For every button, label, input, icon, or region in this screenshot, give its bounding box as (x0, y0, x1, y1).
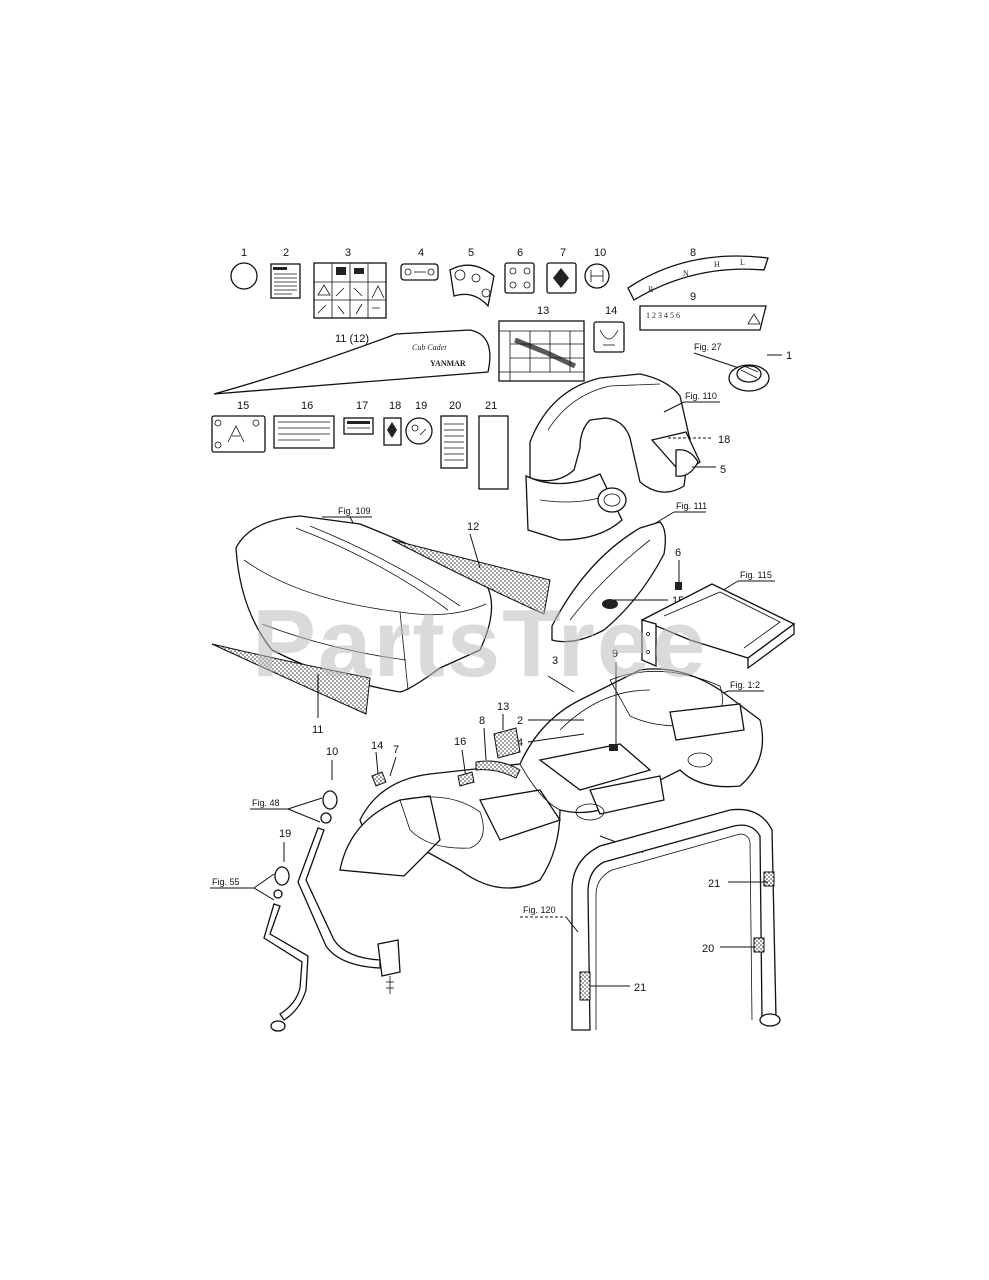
decal-number-8: 8 (690, 247, 696, 259)
decal-14-square (593, 321, 625, 353)
decal-number-20: 20 (449, 400, 461, 412)
decal-number-9: 9 (690, 291, 696, 303)
decal-21-blank (478, 415, 509, 490)
decal-17-label (343, 417, 374, 435)
callout-19: 19 (279, 828, 291, 840)
callout-21-upper: 21 (708, 878, 720, 890)
callout-14: 14 (371, 740, 383, 752)
callout-5: 5 (720, 464, 726, 476)
hood-part (235, 515, 493, 693)
callout-1-right: 1 (786, 350, 792, 362)
decal-13-chart (498, 320, 585, 382)
svg-text:N: N (683, 269, 689, 278)
decal-number-11-12: 11 (12) (335, 333, 369, 345)
knob-10-part (320, 790, 338, 824)
decal-5-curved (449, 264, 495, 308)
figref-27: Fig. 27 (694, 342, 722, 352)
decal-9-placed (609, 744, 618, 751)
callout-16: 16 (454, 736, 466, 748)
callout-20: 20 (702, 943, 714, 955)
figref-115: Fig. 115 (740, 570, 772, 580)
decal-19-round (405, 417, 433, 445)
decal-8-strip: R N H L (627, 255, 769, 301)
fender-deck-part (339, 668, 764, 889)
decal-number-5: 5 (468, 247, 474, 259)
decal-number-7: 7 (560, 247, 566, 259)
decal-14-placed (371, 771, 387, 787)
decal-11-brand-stripe: Cub Cadet YANMAR (213, 329, 491, 395)
knob-part (728, 364, 770, 392)
callout-12: 12 (467, 521, 479, 533)
watermark: PartsTree (252, 590, 708, 697)
decal-20-label (440, 415, 468, 469)
decal-16-label (273, 415, 335, 449)
knob-19-part (273, 866, 290, 899)
stripe-12 (391, 539, 551, 615)
callout-4: 4 (517, 737, 523, 749)
callout-21-lower: 21 (634, 982, 646, 994)
stripe-11 (211, 643, 371, 715)
decal-number-21: 21 (485, 400, 497, 412)
decal-number-10: 10 (594, 247, 606, 259)
lever-55-part (263, 903, 309, 1032)
figref-1-2: Fig. 1:2 (730, 680, 760, 690)
decal-number-14: 14 (605, 305, 617, 317)
decal-2-label (270, 263, 301, 299)
callout-7: 7 (393, 744, 399, 756)
svg-text:L: L (740, 258, 745, 267)
decal-6-square (504, 262, 535, 294)
figref-120: Fig. 120 (523, 905, 556, 915)
svg-text:R: R (648, 285, 654, 294)
decal-number-3: 3 (345, 247, 351, 259)
svg-text:1 2 3 4 5 6: 1 2 3 4 5 6 (646, 311, 680, 320)
callout-18: 18 (718, 434, 730, 446)
decal-number-4: 4 (418, 247, 424, 259)
decal-6-placed (675, 582, 682, 590)
callout-13: 13 (497, 701, 509, 713)
callout-2: 2 (517, 715, 523, 727)
decal-4-symbol (400, 263, 439, 281)
callout-3: 3 (552, 655, 558, 667)
decal-number-16: 16 (301, 400, 313, 412)
decal-16-placed (457, 771, 475, 787)
figref-109: Fig. 109 (338, 506, 371, 516)
callout-9: 9 (612, 648, 618, 660)
brand-block: YANMAR (430, 359, 466, 368)
decal-7-square (546, 262, 577, 294)
decal-18-label (383, 417, 402, 446)
callout-11: 11 (312, 724, 323, 736)
callout-10: 10 (326, 746, 338, 758)
decal-number-15: 15 (237, 400, 249, 412)
lever-48-part (297, 827, 401, 994)
figref-48: Fig. 48 (252, 798, 280, 808)
decal-number-17: 17 (356, 400, 368, 412)
callout-8: 8 (479, 715, 485, 727)
decal-number-18: 18 (389, 400, 401, 412)
brand-script: Cub Cadet (412, 343, 447, 352)
decal-number-13: 13 (537, 305, 549, 317)
figref-55: Fig. 55 (212, 877, 240, 887)
decal-10-round (584, 263, 610, 289)
callout-6: 6 (675, 547, 681, 559)
decal-number-19: 19 (415, 400, 427, 412)
figref-111: Fig. 111 (676, 501, 707, 511)
decal-number-6: 6 (517, 247, 523, 259)
decal-13-placed (493, 727, 521, 759)
decal-8-placed (475, 760, 521, 779)
decal-15-symbol (211, 415, 266, 453)
figref-110: Fig. 110 (685, 391, 717, 401)
side-panel-part (551, 521, 666, 643)
decal-9-strip: 1 2 3 4 5 6 (639, 305, 767, 331)
dashboard-panel (525, 373, 701, 541)
svg-text:H: H (714, 260, 720, 269)
rops-frame-part (571, 808, 781, 1031)
bracket-part (640, 583, 796, 670)
decal-3-warning (313, 262, 387, 319)
decal-number-2: 2 (283, 247, 289, 259)
decal-1-round (230, 262, 258, 290)
decal-number-1: 1 (241, 247, 247, 259)
